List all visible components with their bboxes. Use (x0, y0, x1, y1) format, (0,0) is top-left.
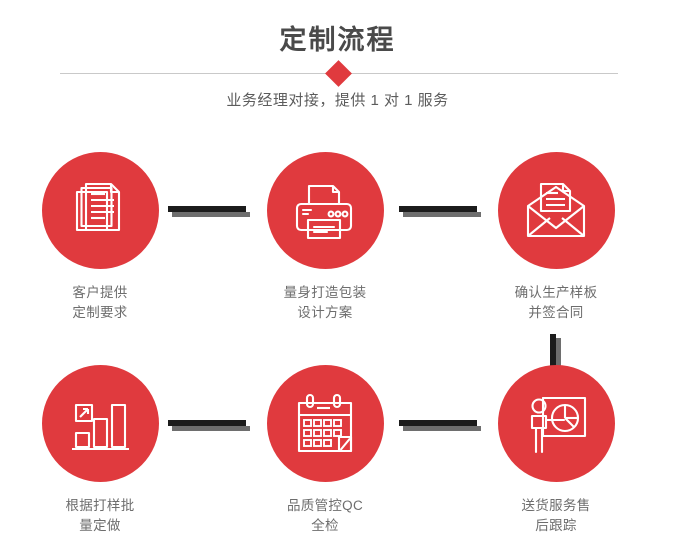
step-5-icon-circle (266, 365, 384, 482)
step-3-label: 确认生产样板 并签合同 (514, 285, 598, 320)
bar-chart-growth-icon (72, 403, 129, 450)
flow-step-2[interactable]: 量身打造包装 设计方案 (249, 152, 401, 323)
diamond-icon (325, 60, 352, 87)
flow-step-3[interactable]: 确认生产样板 并签合同 (480, 152, 632, 323)
step-1-icon-circle (41, 152, 159, 269)
connector-step5-step4 (168, 420, 250, 431)
step-3-icon-circle (497, 152, 615, 269)
page-title: 定制流程 (279, 25, 396, 55)
connector-step1-step2 (168, 206, 250, 217)
flow-step-4[interactable]: 根据打样批 量定做 (24, 365, 176, 536)
step-4-icon-circle (41, 365, 159, 482)
flow-step-5[interactable]: 品质管控QC 全检 (249, 365, 401, 536)
step-2-label: 量身打造包装 设计方案 (283, 285, 367, 320)
step-6-icon-circle (497, 365, 615, 482)
step-1-label: 客户提供 定制要求 (72, 285, 128, 320)
presentation-pie-chart-icon (530, 396, 587, 453)
connector-step2-step3 (399, 206, 481, 217)
flow-step-1[interactable]: 客户提供 定制要求 (24, 152, 176, 323)
header: 定制流程 业务经理对接，提供 1 对 1 服务 (0, 0, 675, 130)
flow-step-6[interactable]: 送货服务售 后跟踪 (480, 365, 632, 536)
envelope-document-icon (526, 182, 586, 237)
step-6-label: 送货服务售 后跟踪 (521, 498, 591, 533)
connector-step3-step4 (550, 334, 561, 376)
title-divider (60, 60, 618, 87)
connector-step6-step5 (399, 420, 481, 431)
step-2-icon-circle (266, 152, 384, 269)
documents-stack-icon (75, 182, 121, 231)
header-subtitle: 业务经理对接，提供 1 对 1 服务 (226, 92, 449, 109)
calendar-icon (297, 393, 353, 452)
step-4-label: 根据打样批 量定做 (65, 498, 135, 533)
printer-icon (295, 184, 353, 239)
step-5-label: 品质管控QC 全检 (286, 498, 364, 533)
process-flow: 客户提供 定制要求 (0, 130, 675, 550)
